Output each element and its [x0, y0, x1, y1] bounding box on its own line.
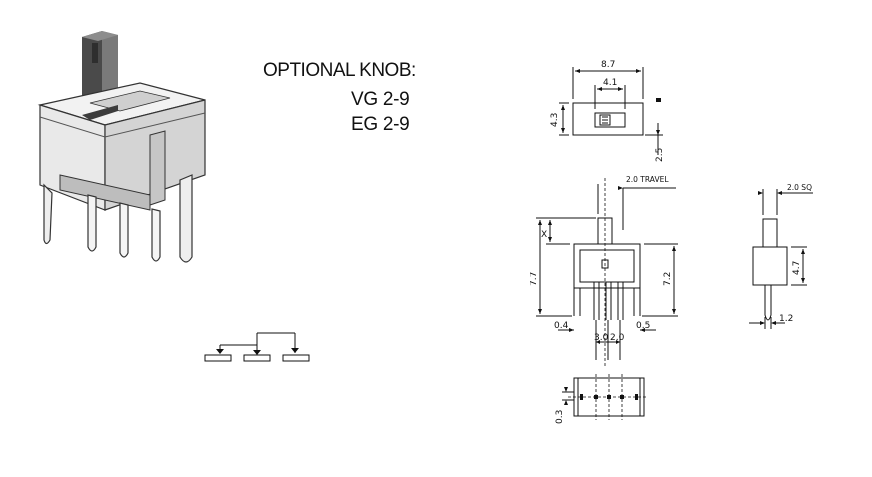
knob-model-2: EG 2-9 [351, 114, 410, 135]
dim-overall-width: 8.7 [601, 60, 615, 70]
slide-switch-illustration [37, 31, 206, 263]
dim-height: 4.3 [550, 113, 560, 127]
dim-actuator-square: 2.0 SQ [787, 183, 812, 192]
knob-model-1: VG 2-9 [351, 89, 410, 110]
top-view-drawing: 8.7 4.1 4.3 2.5 [550, 60, 665, 162]
dim-pin-width: 1.2 [779, 314, 793, 324]
dim-pin-left: 0.4 [554, 321, 569, 331]
dim-actuator-x: X [541, 230, 547, 240]
bottom-view-drawing: 0.3 [555, 374, 648, 424]
side-view-drawing: 2.0 SQ 4.7 1.2 [749, 183, 813, 329]
dim-slot-width: 4.1 [603, 78, 617, 88]
dim-body-height: 7.2 [663, 272, 673, 286]
dim-offset: 2.5 [655, 148, 665, 162]
dim-overall-height: 7.7 [530, 272, 539, 286]
dim-side-body-height: 4.7 [792, 261, 802, 275]
optional-knob-title: OPTIONAL KNOB: [263, 60, 416, 81]
dim-travel: 2.0 TRAVEL [626, 175, 669, 184]
circuit-schematic [204, 332, 310, 362]
dim-bottom-edge: 0.3 [555, 410, 565, 424]
dim-pitch-b: 2.0 [610, 333, 625, 343]
front-view-drawing: 2.0 TRAVEL X 7.7 7.2 0.4 0.5 3.0 2.0 [530, 175, 678, 368]
dim-pitch-a: 3.0 [594, 333, 609, 343]
dim-pin-right: 0.5 [636, 321, 650, 331]
